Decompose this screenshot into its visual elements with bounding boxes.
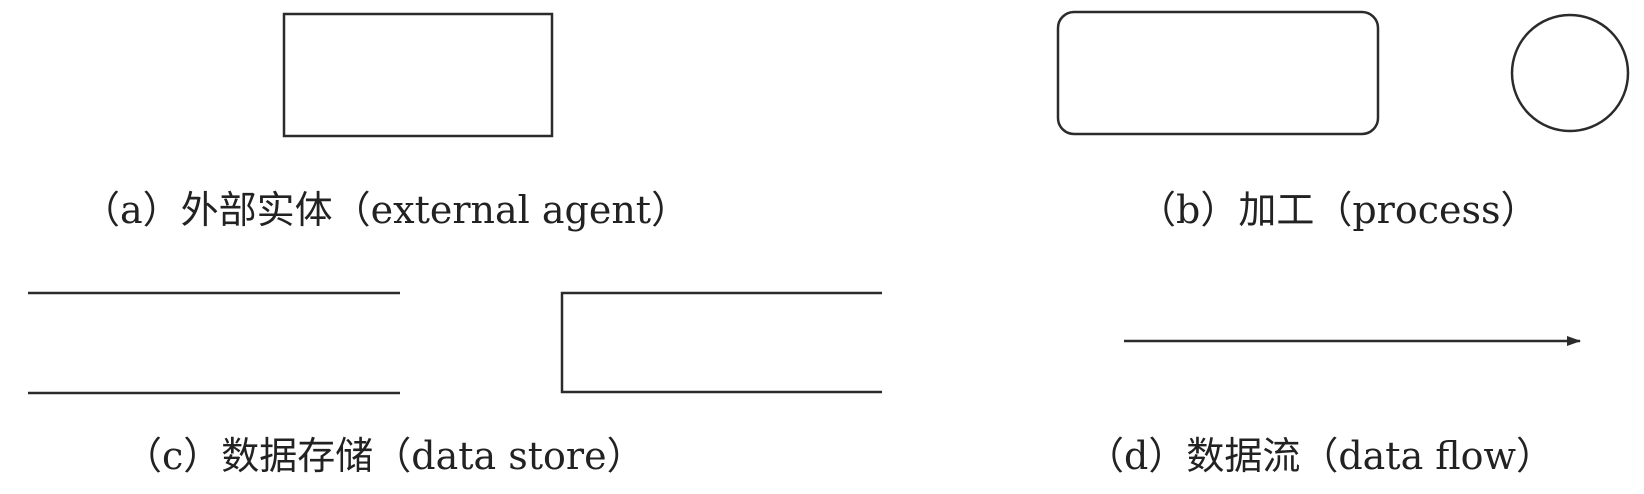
data-store-parallel-lines-symbol (28, 291, 400, 395)
process-circle-symbol (1510, 13, 1630, 133)
external-agent-symbol (282, 12, 554, 138)
process-rounded-rect-symbol (1056, 10, 1380, 136)
data-store-open-box-symbol (560, 291, 882, 394)
caption-data-store: （c）数据存储（data store） (124, 434, 645, 478)
caption-external-agent: （a）外部实体（external agent） (82, 188, 690, 232)
caption-data-flow: （d）数据流（data flow） (1086, 434, 1555, 478)
caption-process: （b）加工（process） (1138, 188, 1539, 232)
